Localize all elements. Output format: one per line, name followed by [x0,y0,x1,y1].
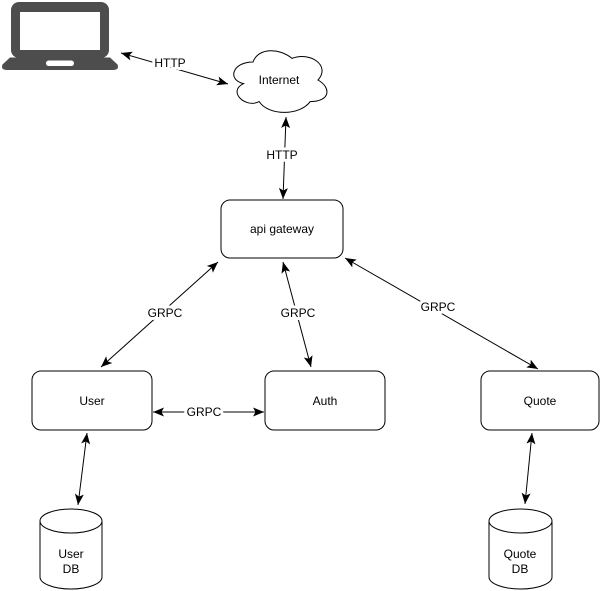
user-db-label-line2: DB [63,562,80,576]
user-label: User [79,394,104,408]
edge-label-grpc-gateway-user: GRPC [148,306,183,320]
edge-internet-api-gateway [278,116,291,200]
quote-db-cylinder-top [488,520,553,534]
edge-label-grpc-gateway-auth: GRPC [281,306,316,320]
edge-api-gateway-quote [344,257,539,370]
edge-api-gateway-user [100,261,219,368]
edge-label-grpc-user-auth: GRPC [187,405,222,419]
edge-label-http-laptop-internet: HTTP [154,56,185,70]
quote-db-label-line2: DB [512,562,529,576]
user-db-node: User DB [39,508,103,590]
edge-quote-quote-db [521,432,536,505]
edge-label-grpc-gateway-quote: GRPC [421,300,456,314]
auth-box [264,370,386,431]
quote-node: Quote [480,370,600,431]
quote-box [480,370,600,431]
api-gateway-node: api gateway [220,199,344,259]
edge-labels: HTTP HTTP GRPC GRPC GRPC GRPC [145,53,459,422]
quote-label: Quote [524,394,557,408]
api-gateway-label: api gateway [250,222,314,236]
auth-label: Auth [313,394,338,408]
user-db-cylinder-top [39,520,103,534]
user-db-label-line1: User [58,547,83,561]
quote-db-cylinder [488,508,553,590]
internet-cloud-node: Internet [233,50,328,113]
edge-laptop-internet [120,51,229,86]
api-gateway-box [220,199,344,259]
laptop-screen [20,12,100,50]
internet-label: Internet [259,73,300,87]
laptop-icon [2,2,118,70]
auth-node: Auth [264,370,386,431]
edge-user-user-db [74,432,91,506]
user-box [31,370,153,431]
quote-db-label-line1: Quote [504,547,537,561]
edge-api-gateway-auth [281,261,313,368]
laptop-trackpad-notch [46,60,74,66]
user-node: User [31,370,153,431]
cloud-shape [233,50,328,113]
user-db-cylinder [39,508,103,590]
edges [74,51,539,506]
edge-label-http-internet-gateway: HTTP [266,148,297,162]
quote-db-node: Quote DB [488,508,553,590]
